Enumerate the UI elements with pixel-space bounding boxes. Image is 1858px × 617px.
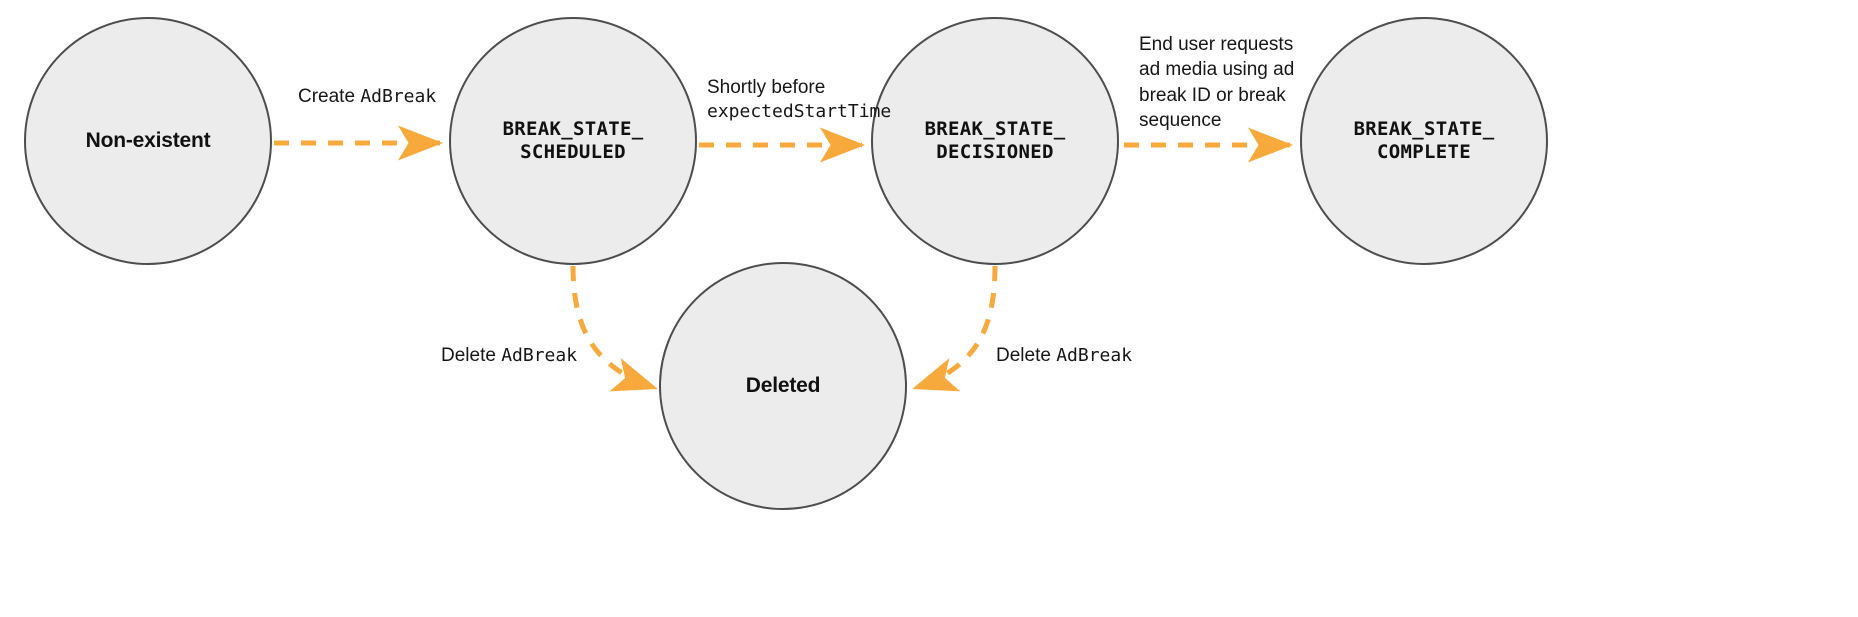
state-node-label-line: Non-existent xyxy=(85,129,211,153)
state-node-label-line: BREAK_STATE_ xyxy=(502,117,644,140)
state-node-label-line: SCHEDULED xyxy=(520,141,626,163)
state-node-label-line: Deleted xyxy=(745,374,821,398)
state-node-label-line: BREAK_STATE_ xyxy=(924,117,1066,140)
transition-edge-delete-adbreak-from-scheduled xyxy=(570,265,658,392)
state-node-break-state-scheduled[interactable]: BREAK_STATE_SCHEDULED xyxy=(449,17,697,265)
state-node-label: BREAK_STATE_DECISIONED xyxy=(925,118,1066,164)
state-node-label-line: DECISIONED xyxy=(936,141,1054,163)
state-node-label: Non-existent xyxy=(86,128,211,154)
state-node-label-line: COMPLETE xyxy=(1377,141,1471,163)
state-node-break-state-decisioned[interactable]: BREAK_STATE_DECISIONED xyxy=(871,17,1119,265)
state-node-break-state-complete[interactable]: BREAK_STATE_COMPLETE xyxy=(1300,17,1548,265)
state-node-label: BREAK_STATE_SCHEDULED xyxy=(503,118,644,164)
state-node-label-line: BREAK_STATE_ xyxy=(1353,117,1495,140)
state-node-label: Deleted xyxy=(745,373,821,399)
state-node-label: BREAK_STATE_COMPLETE xyxy=(1354,118,1495,164)
state-node-deleted[interactable]: Deleted xyxy=(659,262,907,510)
state-node-non-existent[interactable]: Non-existent xyxy=(24,17,272,265)
transition-edge-delete-adbreak-from-decisioned xyxy=(912,265,998,392)
